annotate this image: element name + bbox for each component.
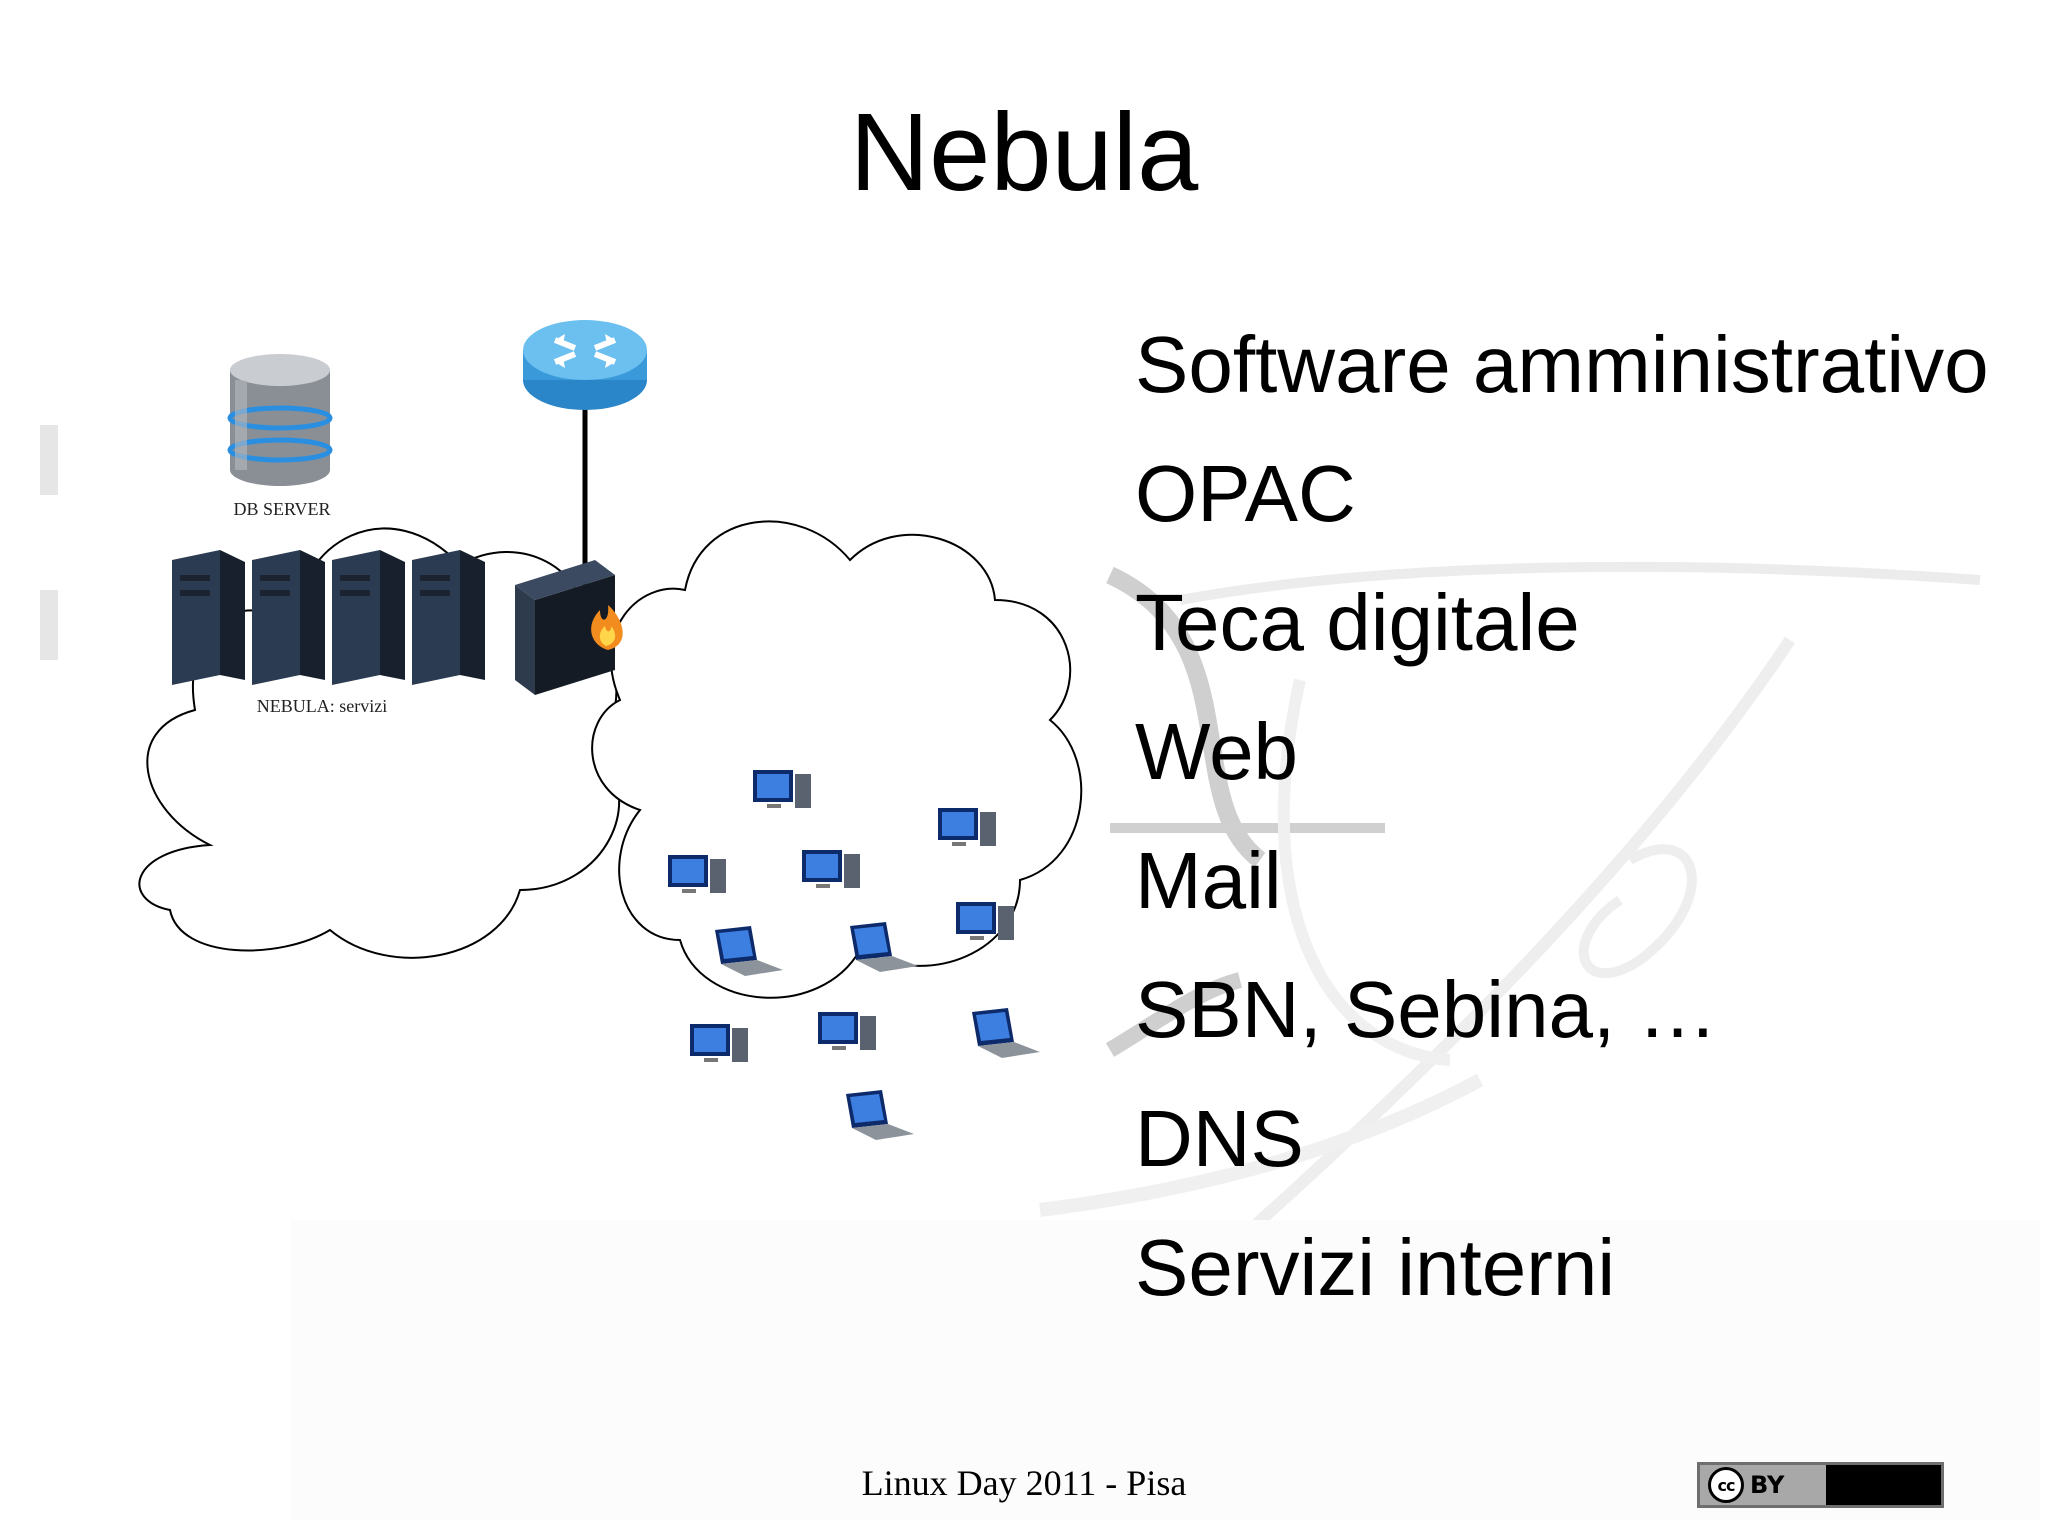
- bullet-item: SBN, Sebina, …: [1135, 965, 1718, 1054]
- desktop-computer-icon: [938, 808, 996, 846]
- slide-title: Nebula: [849, 91, 1199, 214]
- slide-footer: Linux Day 2011 - Pisa: [861, 1463, 1187, 1503]
- server-tower-icon: [412, 550, 485, 685]
- cc-icon: cc: [1708, 1467, 1744, 1503]
- bullet-list: Software amministrativo OPAC Teca digita…: [1135, 318, 2015, 1378]
- db-server-label: DB SERVER: [233, 499, 330, 519]
- bullet-item: Software amministrativo: [1135, 320, 1989, 409]
- bullet-item: DNS: [1135, 1094, 1304, 1183]
- server-tower-icon: [332, 550, 405, 685]
- desktop-computer-icon: [690, 1024, 748, 1062]
- cc-logo-section: cc BY: [1700, 1465, 1826, 1505]
- desktop-computer-icon: [753, 770, 811, 808]
- router-icon: [523, 320, 647, 410]
- network-diagram: DB SERVER: [138, 320, 1083, 1140]
- bullet-item: Teca digitale: [1135, 578, 1580, 667]
- desktop-computer-icon: [668, 855, 726, 893]
- database-icon: [227, 354, 333, 486]
- by-label: BY: [1750, 1471, 1785, 1499]
- laptop-icon: [846, 1090, 914, 1140]
- server-tower-icon: [172, 550, 245, 685]
- server-tower-icon: [252, 550, 325, 685]
- bullet-item: Servizi interni: [1135, 1223, 1616, 1312]
- desktop-computer-icon: [802, 850, 860, 888]
- laptop-icon: [972, 1008, 1040, 1058]
- server-towers-group: [172, 550, 485, 685]
- laptop-icon: [715, 926, 783, 976]
- firewall-icon: [515, 560, 623, 695]
- cc-by-license-badge[interactable]: cc BY: [1697, 1462, 1944, 1508]
- nebula-services-label: NEBULA: servizi: [257, 696, 387, 716]
- bullet-item: Web: [1135, 707, 1299, 796]
- desktop-computer-icon: [956, 902, 1014, 940]
- desktop-computer-icon: [818, 1012, 876, 1050]
- bullet-item: OPAC: [1135, 449, 1356, 538]
- bullet-item: Mail: [1135, 836, 1282, 925]
- laptop-icon: [850, 922, 918, 972]
